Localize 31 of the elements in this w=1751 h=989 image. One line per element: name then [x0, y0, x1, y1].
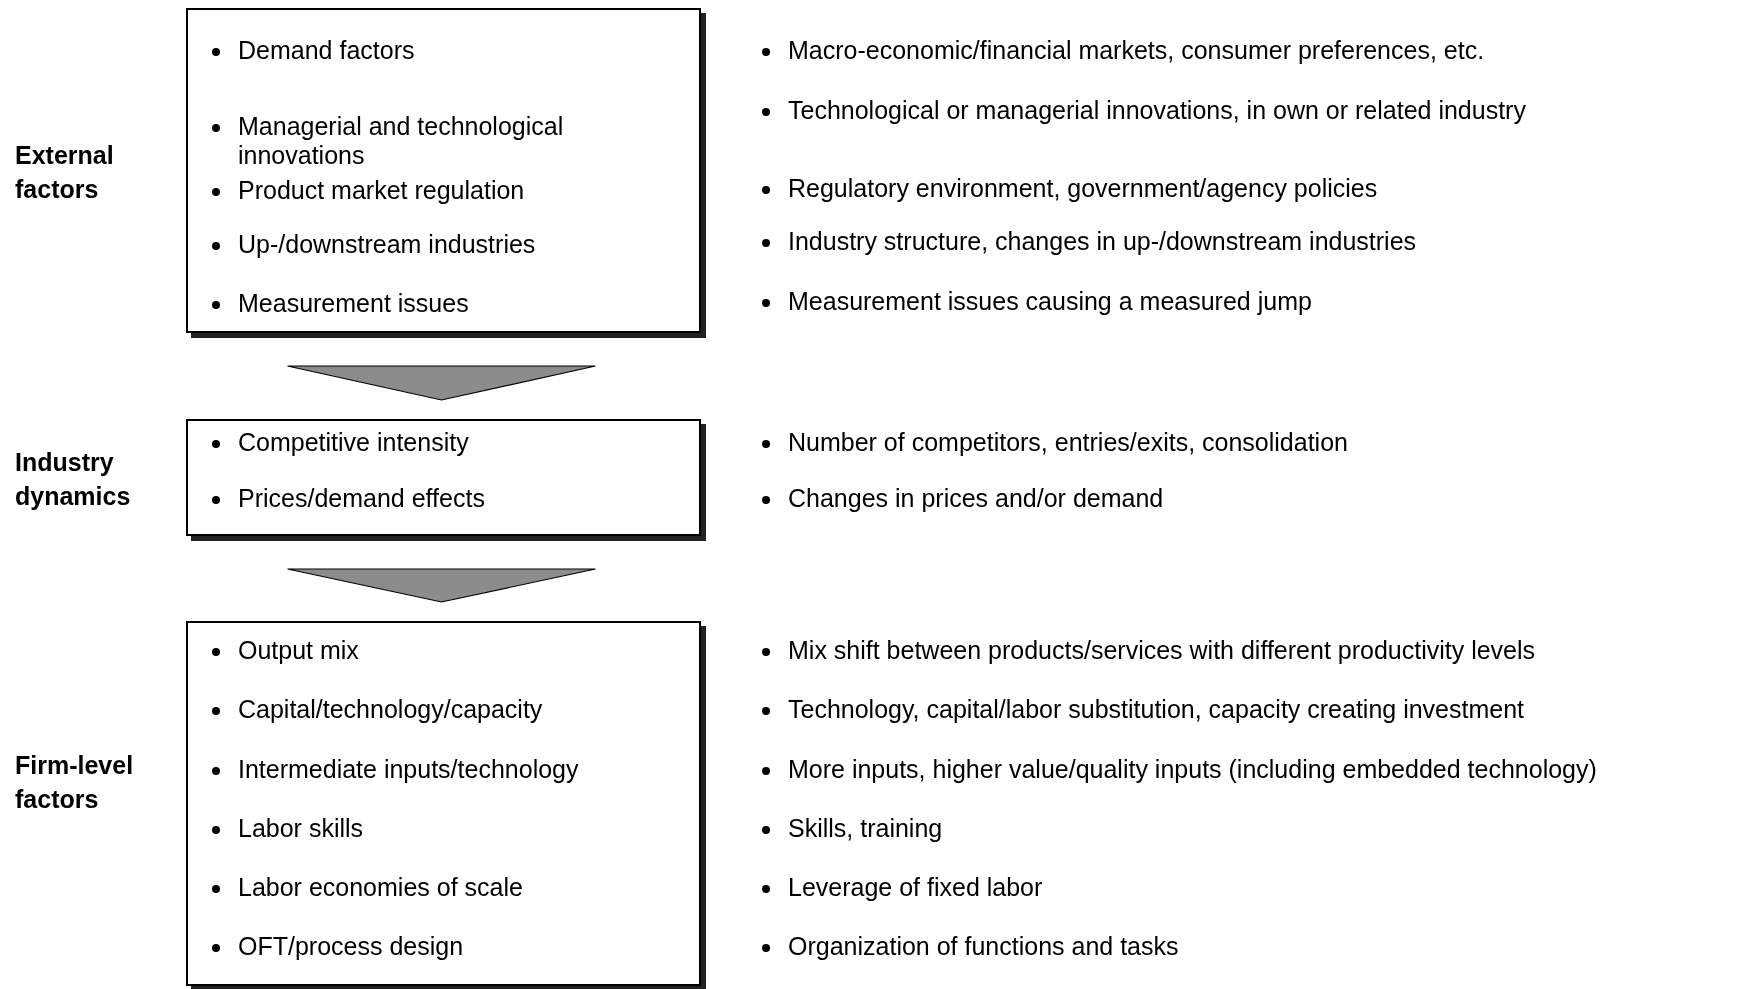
- description-text: More inputs, higher value/quality inputs (including embedded technology): [788, 755, 1597, 784]
- row-heading: Firm-level factors: [15, 750, 135, 815]
- bullet-item: Demand factors: [238, 36, 415, 65]
- bullet-item: Labor economies of scale: [238, 873, 523, 902]
- bullet-item: Product market regulation: [238, 176, 525, 205]
- description-text: Technology, capital/labor substitution, capacity creating investment: [788, 695, 1525, 724]
- row-heading: Industry dynamics: [15, 447, 132, 512]
- bullet-item: Measurement issues: [238, 289, 469, 318]
- description-text: Mix shift between products/services with different productivity levels: [788, 636, 1536, 665]
- description-text: Number of competitors, entries/exits, consolidation: [788, 428, 1348, 457]
- description-text: Changes in prices and/or demand: [788, 484, 1164, 513]
- description-text: Technological or managerial innovations, in own or related industry: [788, 96, 1526, 125]
- description-text: Industry structure, changes in up-/downstream industries: [788, 227, 1417, 256]
- chevron-arrow: [286, 568, 597, 603]
- bullet-item: Competitive intensity: [238, 428, 469, 457]
- description-text: Measurement issues causing a measured jump: [788, 287, 1312, 316]
- bullet-item: Managerial and technological innovations: [238, 112, 565, 170]
- description-text: Organization of functions and tasks: [788, 932, 1179, 961]
- bullet-item: OFT/process design: [238, 932, 464, 961]
- description-text: Regulatory environment, government/agency policies: [788, 174, 1378, 203]
- bullet-item: Output mix: [238, 636, 359, 665]
- chevron-arrow: [286, 365, 597, 401]
- bullet-item: Intermediate inputs/technology: [238, 755, 579, 784]
- bullet-item: Up-/downstream industries: [238, 230, 536, 259]
- description-text: Leverage of fixed labor: [788, 873, 1043, 902]
- description-text: Macro-economic/financial markets, consumer preferences, etc.: [788, 36, 1485, 65]
- description-text: Skills, training: [788, 814, 943, 843]
- bullet-item: Prices/demand effects: [238, 484, 485, 513]
- bullet-item: Capital/technology/capacity: [238, 695, 543, 724]
- row-heading: External factors: [15, 140, 115, 205]
- bullet-item: Labor skills: [238, 814, 364, 843]
